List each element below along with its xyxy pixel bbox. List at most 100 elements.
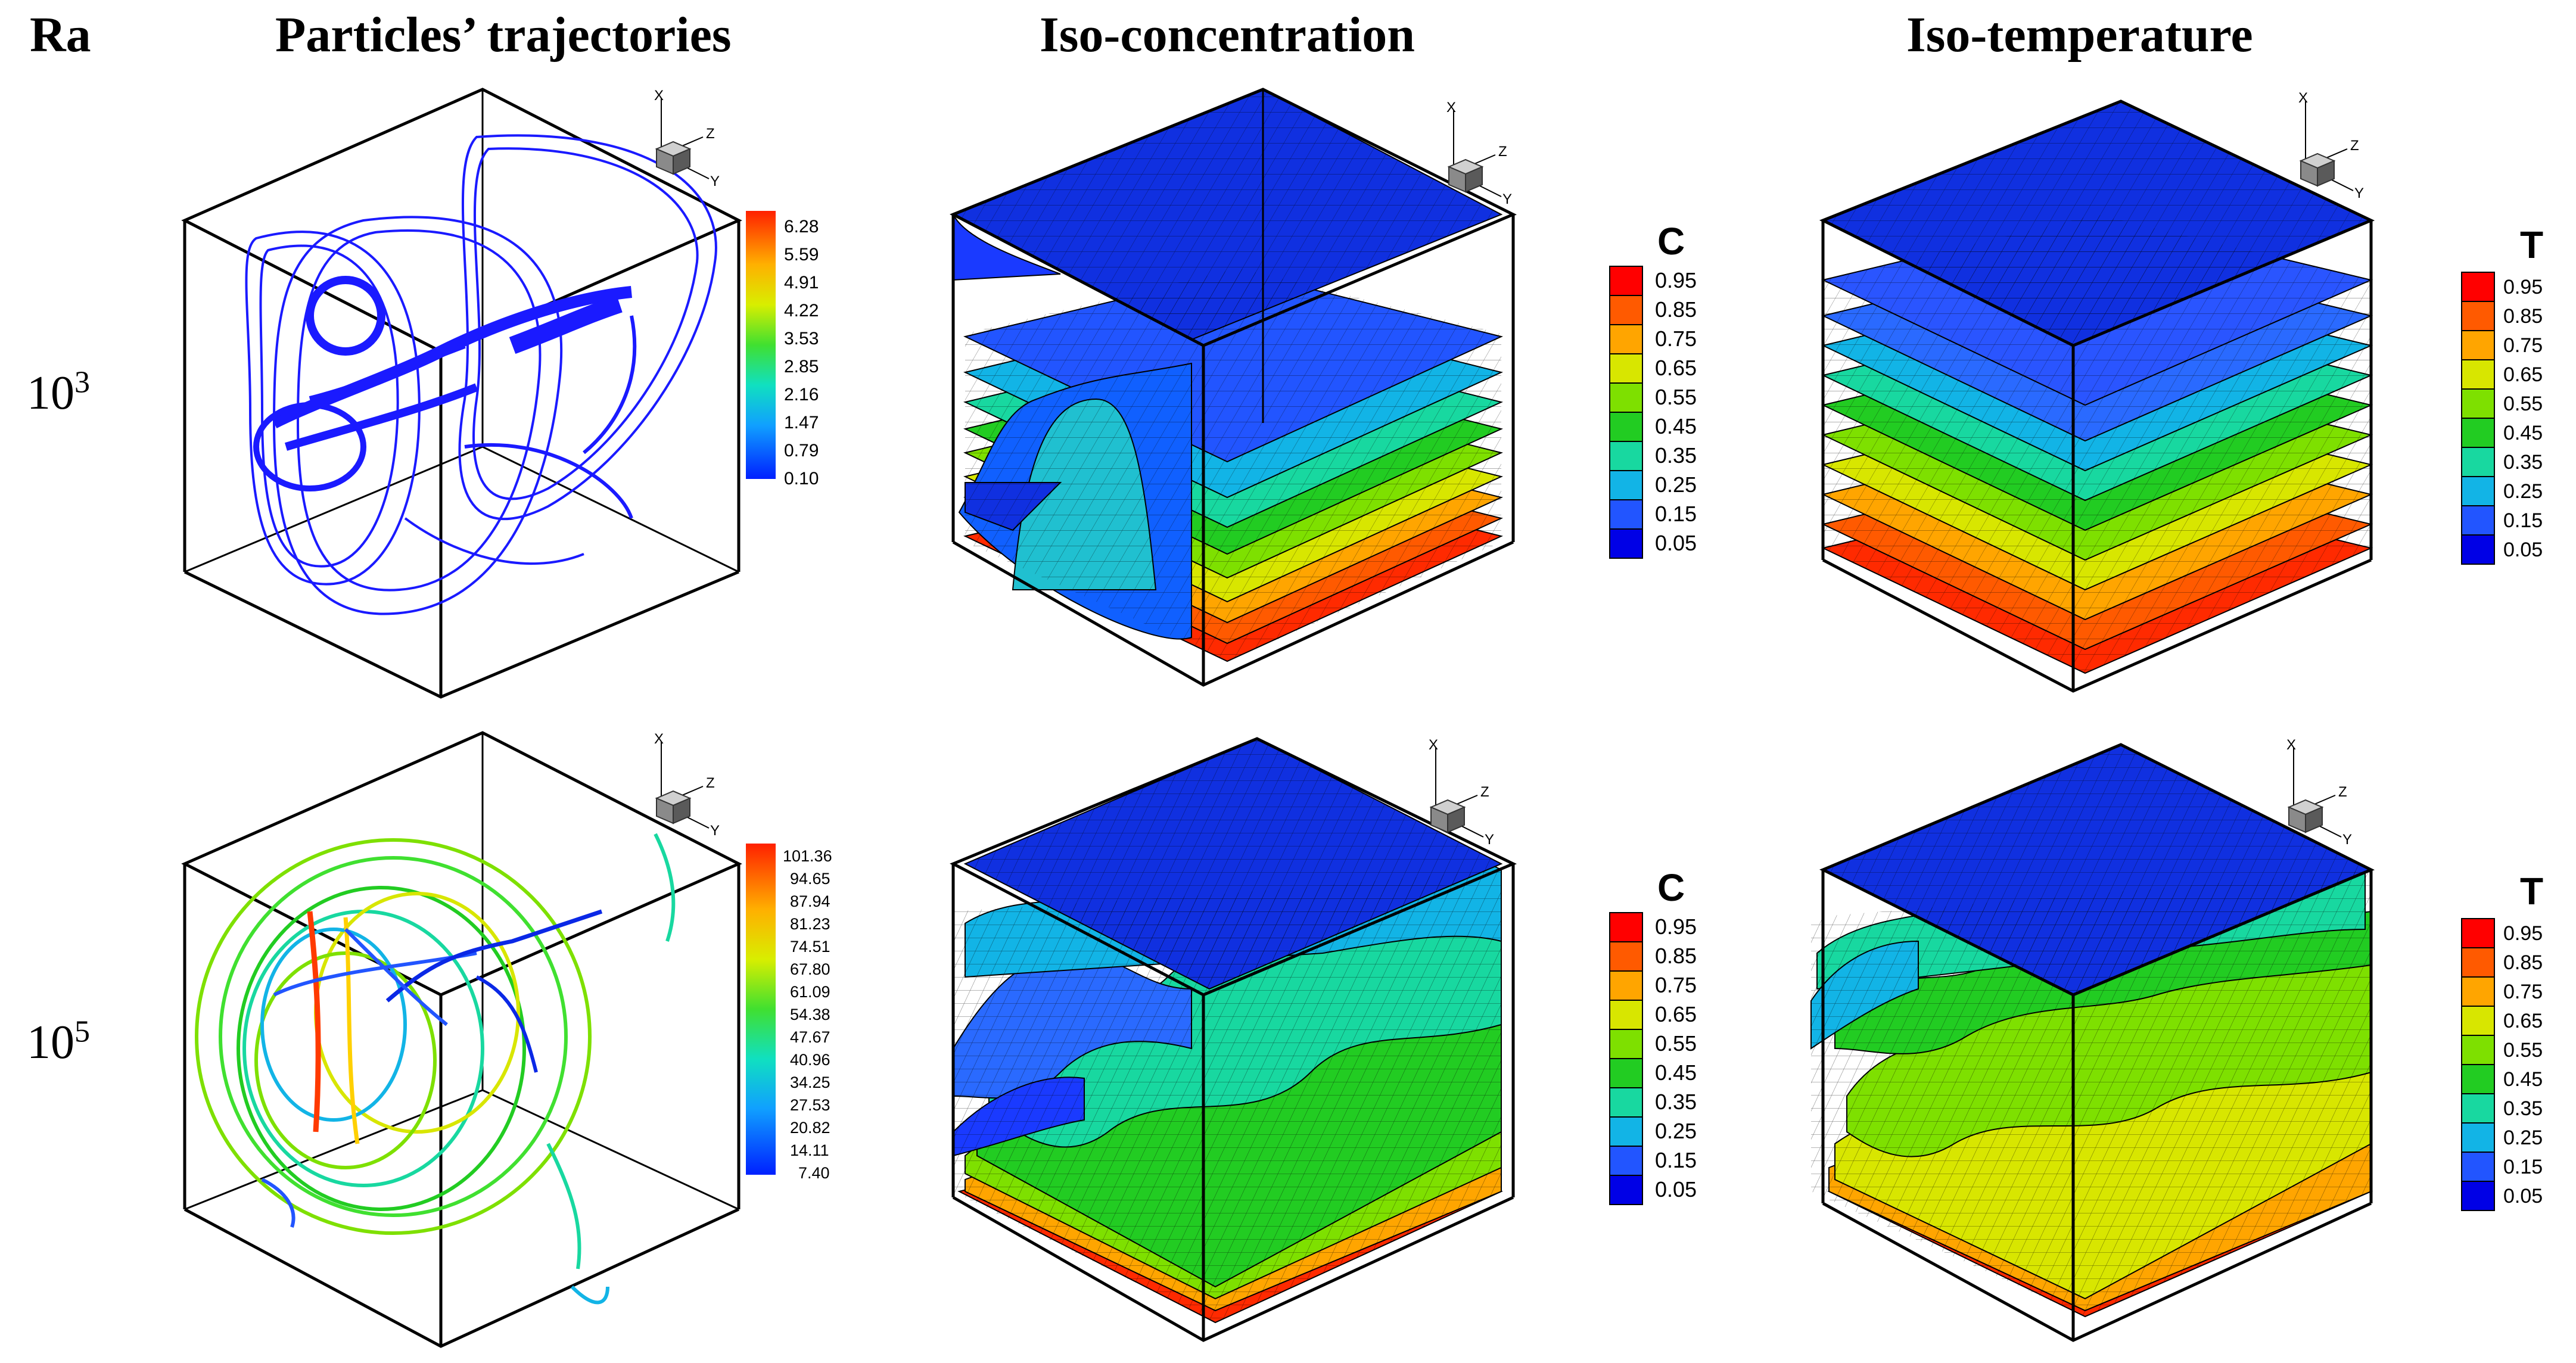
colorbar-label: 0.45 <box>1655 1060 1697 1085</box>
header-iso-concentration: Iso-concentration <box>1040 7 1415 63</box>
colorbar-label: 0.75 <box>1655 973 1697 997</box>
axis-label-x: X <box>2298 90 2308 106</box>
colorbar-label: 2.85 <box>784 357 819 376</box>
colorbar-label: 101.36 <box>783 847 832 865</box>
colorbar-label: 81.23 <box>790 915 830 933</box>
axis-label-y: Y <box>1485 832 1494 848</box>
trajectory-lines <box>245 134 717 615</box>
colorbar-label: 0.95 <box>1655 268 1697 292</box>
colorbar-label: 0.95 <box>2503 922 2543 945</box>
axis-label-x: X <box>2286 737 2296 753</box>
colorbar-label: 0.75 <box>1655 326 1697 351</box>
axis-triad: X Z Y <box>654 731 720 839</box>
colorbar-swatches <box>1609 266 1643 559</box>
colorbar-label: 2.16 <box>784 385 819 404</box>
mesh-overlay <box>953 739 1501 1322</box>
colorbar-label: 0.65 <box>1655 356 1697 380</box>
colorbar-label: 0.75 <box>2503 334 2543 357</box>
colorbar-label: 0.85 <box>2503 951 2543 974</box>
colorbar-concentration-ra5: C 0.95 0.85 0.75 0.65 0.55 0.45 0 <box>1609 858 1746 1215</box>
colorbar-labels: 6.28 5.59 4.91 4.22 3.53 2.85 2.16 1.47 … <box>784 217 819 488</box>
colorbar-label: 0.55 <box>2503 1039 2543 1062</box>
colorbar-swatches <box>2461 918 2495 1211</box>
colorbar-label: 6.28 <box>784 217 819 236</box>
mesh-overlay <box>1811 745 2371 1317</box>
colorbar-label: 0.85 <box>1655 944 1697 968</box>
axis-triad: X Z Y <box>2298 90 2364 201</box>
colorbar-label: 94.65 <box>790 870 830 888</box>
axis-label-y: Y <box>2342 832 2352 848</box>
colorbar-swatches <box>1609 912 1643 1205</box>
colorbar-label: 27.53 <box>790 1096 830 1114</box>
row-label-exponent: 5 <box>74 1015 90 1049</box>
colorbar-labels: 0.95 0.85 0.75 0.65 0.55 0.45 0.35 0.25 … <box>2503 276 2543 561</box>
axis-label-x: X <box>1446 99 1456 116</box>
colorbar-label: 0.15 <box>2503 509 2543 532</box>
colorbar-swatches <box>2461 272 2495 565</box>
colorbar-gradient <box>746 211 776 479</box>
row-label-ra-1e3: 103 <box>27 366 90 421</box>
colorbar-concentration-ra3: C 0.95 0.85 0.75 0.65 0.55 0.45 0 <box>1609 211 1746 569</box>
axis-label-z: Z <box>1480 784 1489 800</box>
colorbar-label: 0.15 <box>1655 502 1697 526</box>
colorbar-temperature-ra5: T 0.95 0.85 0.75 0.65 0.55 0.45 0 <box>2460 864 2574 1221</box>
axis-triad: X Z Y <box>1446 99 1512 207</box>
colorbar-particles-ra3: 6.28 5.59 4.91 4.22 3.53 2.85 2.16 1.47 … <box>745 209 864 488</box>
colorbar-label: 61.09 <box>790 983 830 1001</box>
colorbar-label: 0.35 <box>1655 1090 1697 1114</box>
colorbar-label: 0.45 <box>1655 414 1697 438</box>
colorbar-label: 0.65 <box>2503 363 2543 386</box>
colorbar-label: 54.38 <box>790 1006 830 1023</box>
colorbar-label: 1.47 <box>784 413 819 432</box>
colorbar-particles-ra5: 101.36 94.65 87.94 81.23 74.51 67.80 61.… <box>745 841 876 1181</box>
colorbar-label: 0.25 <box>2503 480 2543 503</box>
colorbar-title-c: C <box>1657 220 1685 263</box>
row-label-ra-1e5: 105 <box>27 1016 90 1070</box>
colorbar-label: 4.22 <box>784 301 819 320</box>
row-label-base: 10 <box>27 1016 74 1069</box>
colorbar-label: 0.85 <box>1655 297 1697 322</box>
colorbar-label: 0.10 <box>784 469 819 488</box>
colorbar-label: 47.67 <box>790 1028 830 1046</box>
axis-label-z: Z <box>706 775 715 791</box>
colorbar-labels: 101.36 94.65 87.94 81.23 74.51 67.80 61.… <box>783 847 832 1181</box>
panel-particles-ra3: X Z Y <box>167 66 882 709</box>
colorbar-label: 7.40 <box>798 1164 830 1181</box>
colorbar-label: 0.79 <box>784 441 819 460</box>
axis-triad: X Z Y <box>1429 737 1494 848</box>
colorbar-label: 0.25 <box>1655 1119 1697 1143</box>
colorbar-label: 40.96 <box>790 1051 830 1069</box>
colorbar-label: 4.91 <box>784 273 819 292</box>
header-iso-temperature: Iso-temperature <box>1906 7 2253 63</box>
colorbar-labels: 0.95 0.85 0.75 0.65 0.55 0.45 0.35 0.25 … <box>1655 914 1697 1202</box>
colorbar-label: 0.05 <box>1655 1177 1697 1202</box>
axis-label-x: X <box>654 731 664 747</box>
axis-triad: X Z Y <box>654 88 720 189</box>
colorbar-label: 0.75 <box>2503 981 2543 1003</box>
colorbar-label: 20.82 <box>790 1119 830 1137</box>
colorbar-label: 0.85 <box>2503 305 2543 328</box>
panel-particles-ra5: X Z Y <box>167 715 882 1358</box>
cube-frame <box>1819 743 2375 1342</box>
colorbar-label: 0.05 <box>2503 1185 2543 1208</box>
panel-iso-temperature-ra3: X Z Y <box>1799 66 2425 709</box>
colorbar-title-t: T <box>2520 223 2543 266</box>
colorbar-label: 0.15 <box>2503 1156 2543 1178</box>
colorbar-label: 0.05 <box>2503 539 2543 561</box>
colorbar-label: 14.11 <box>790 1141 829 1159</box>
row-label-exponent: 3 <box>74 365 90 400</box>
axis-label-z: Z <box>706 126 715 142</box>
colorbar-label: 0.95 <box>1655 914 1697 939</box>
cube-frame <box>181 731 742 1348</box>
colorbar-temperature-ra3: T 0.95 0.85 0.75 0.65 0.55 0.45 0 <box>2460 217 2574 575</box>
cube-frame <box>950 88 1517 687</box>
axis-label-y: Y <box>1502 191 1512 207</box>
colorbar-label: 87.94 <box>790 892 830 910</box>
colorbar-label: 67.80 <box>790 960 830 978</box>
axis-triad: X Z Y <box>2286 737 2352 848</box>
colorbar-label: 0.35 <box>1655 443 1697 468</box>
axis-label-x: X <box>654 88 664 104</box>
colorbar-label: 34.25 <box>790 1073 830 1091</box>
axis-label-x: X <box>1429 737 1438 753</box>
colorbar-label: 0.35 <box>2503 1097 2543 1120</box>
